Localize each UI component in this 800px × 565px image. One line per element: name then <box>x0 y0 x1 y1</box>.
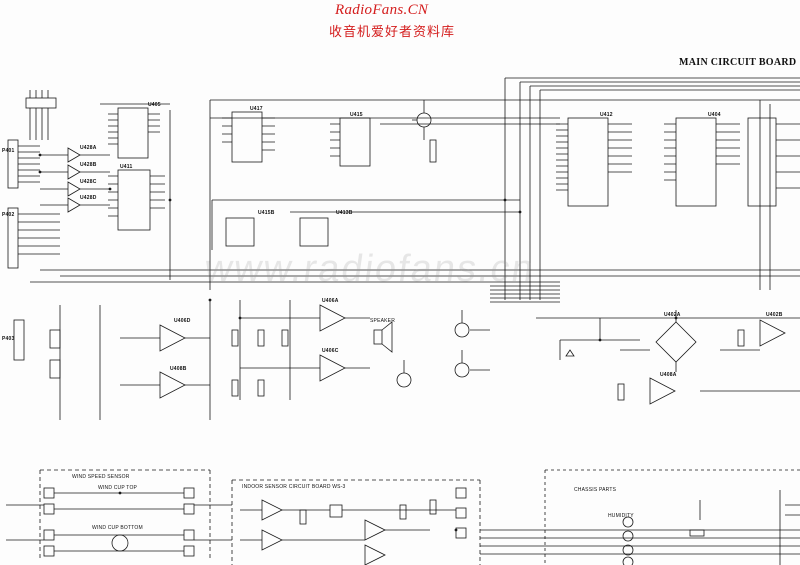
section-chassis-parts: CHASSIS PARTS <box>574 487 617 493</box>
radiofans-logo-cn: 收音机爱好者资料库 <box>329 25 456 40</box>
ic-label: U406D <box>174 318 191 324</box>
section-wind-speed-sensor: WIND SPEED SENSOR <box>72 474 130 480</box>
ic-label: U408B <box>170 366 187 372</box>
ic-label: U412 <box>600 112 613 118</box>
connector-label: P402 <box>2 212 15 218</box>
ic-label: U417 <box>250 106 263 112</box>
ic-label: U415B <box>258 210 275 216</box>
ic-label: U408A <box>660 372 677 378</box>
ic-label: U428B <box>80 162 97 168</box>
connector-label: P403 <box>2 336 15 342</box>
ic-label: U406C <box>322 348 339 354</box>
board-title: MAIN CIRCUIT BOARD <box>679 57 797 68</box>
ic-label: U428D <box>80 195 97 201</box>
ic-label: U402B <box>766 312 783 318</box>
ic-label: U413B <box>336 210 353 216</box>
center-watermark: www.radiofans.cn <box>202 248 538 290</box>
radiofans-logo-en: RadioFans.CN <box>335 2 429 18</box>
ic-label: U428C <box>80 179 97 185</box>
section-wind-cup-top: WIND CUP TOP <box>98 485 138 491</box>
ic-label: U428A <box>80 145 97 151</box>
ic-label: U405 <box>148 102 161 108</box>
ic-label: U415 <box>350 112 363 118</box>
section-indoor-sensor-board: INDOOR SENSOR CIRCUIT BOARD WS-3 <box>242 484 346 490</box>
ic-label: U402A <box>664 312 681 318</box>
ic-label: U411 <box>120 164 133 170</box>
ic-label: U404 <box>708 112 721 118</box>
section-humidity: HUMIDITY <box>608 513 634 519</box>
section-speaker: SPEAKER <box>370 318 396 324</box>
ic-label: U406A <box>322 298 339 304</box>
connector-label: P401 <box>2 148 15 154</box>
section-wind-cup-bottom: WIND CUP BOTTOM <box>92 525 143 531</box>
